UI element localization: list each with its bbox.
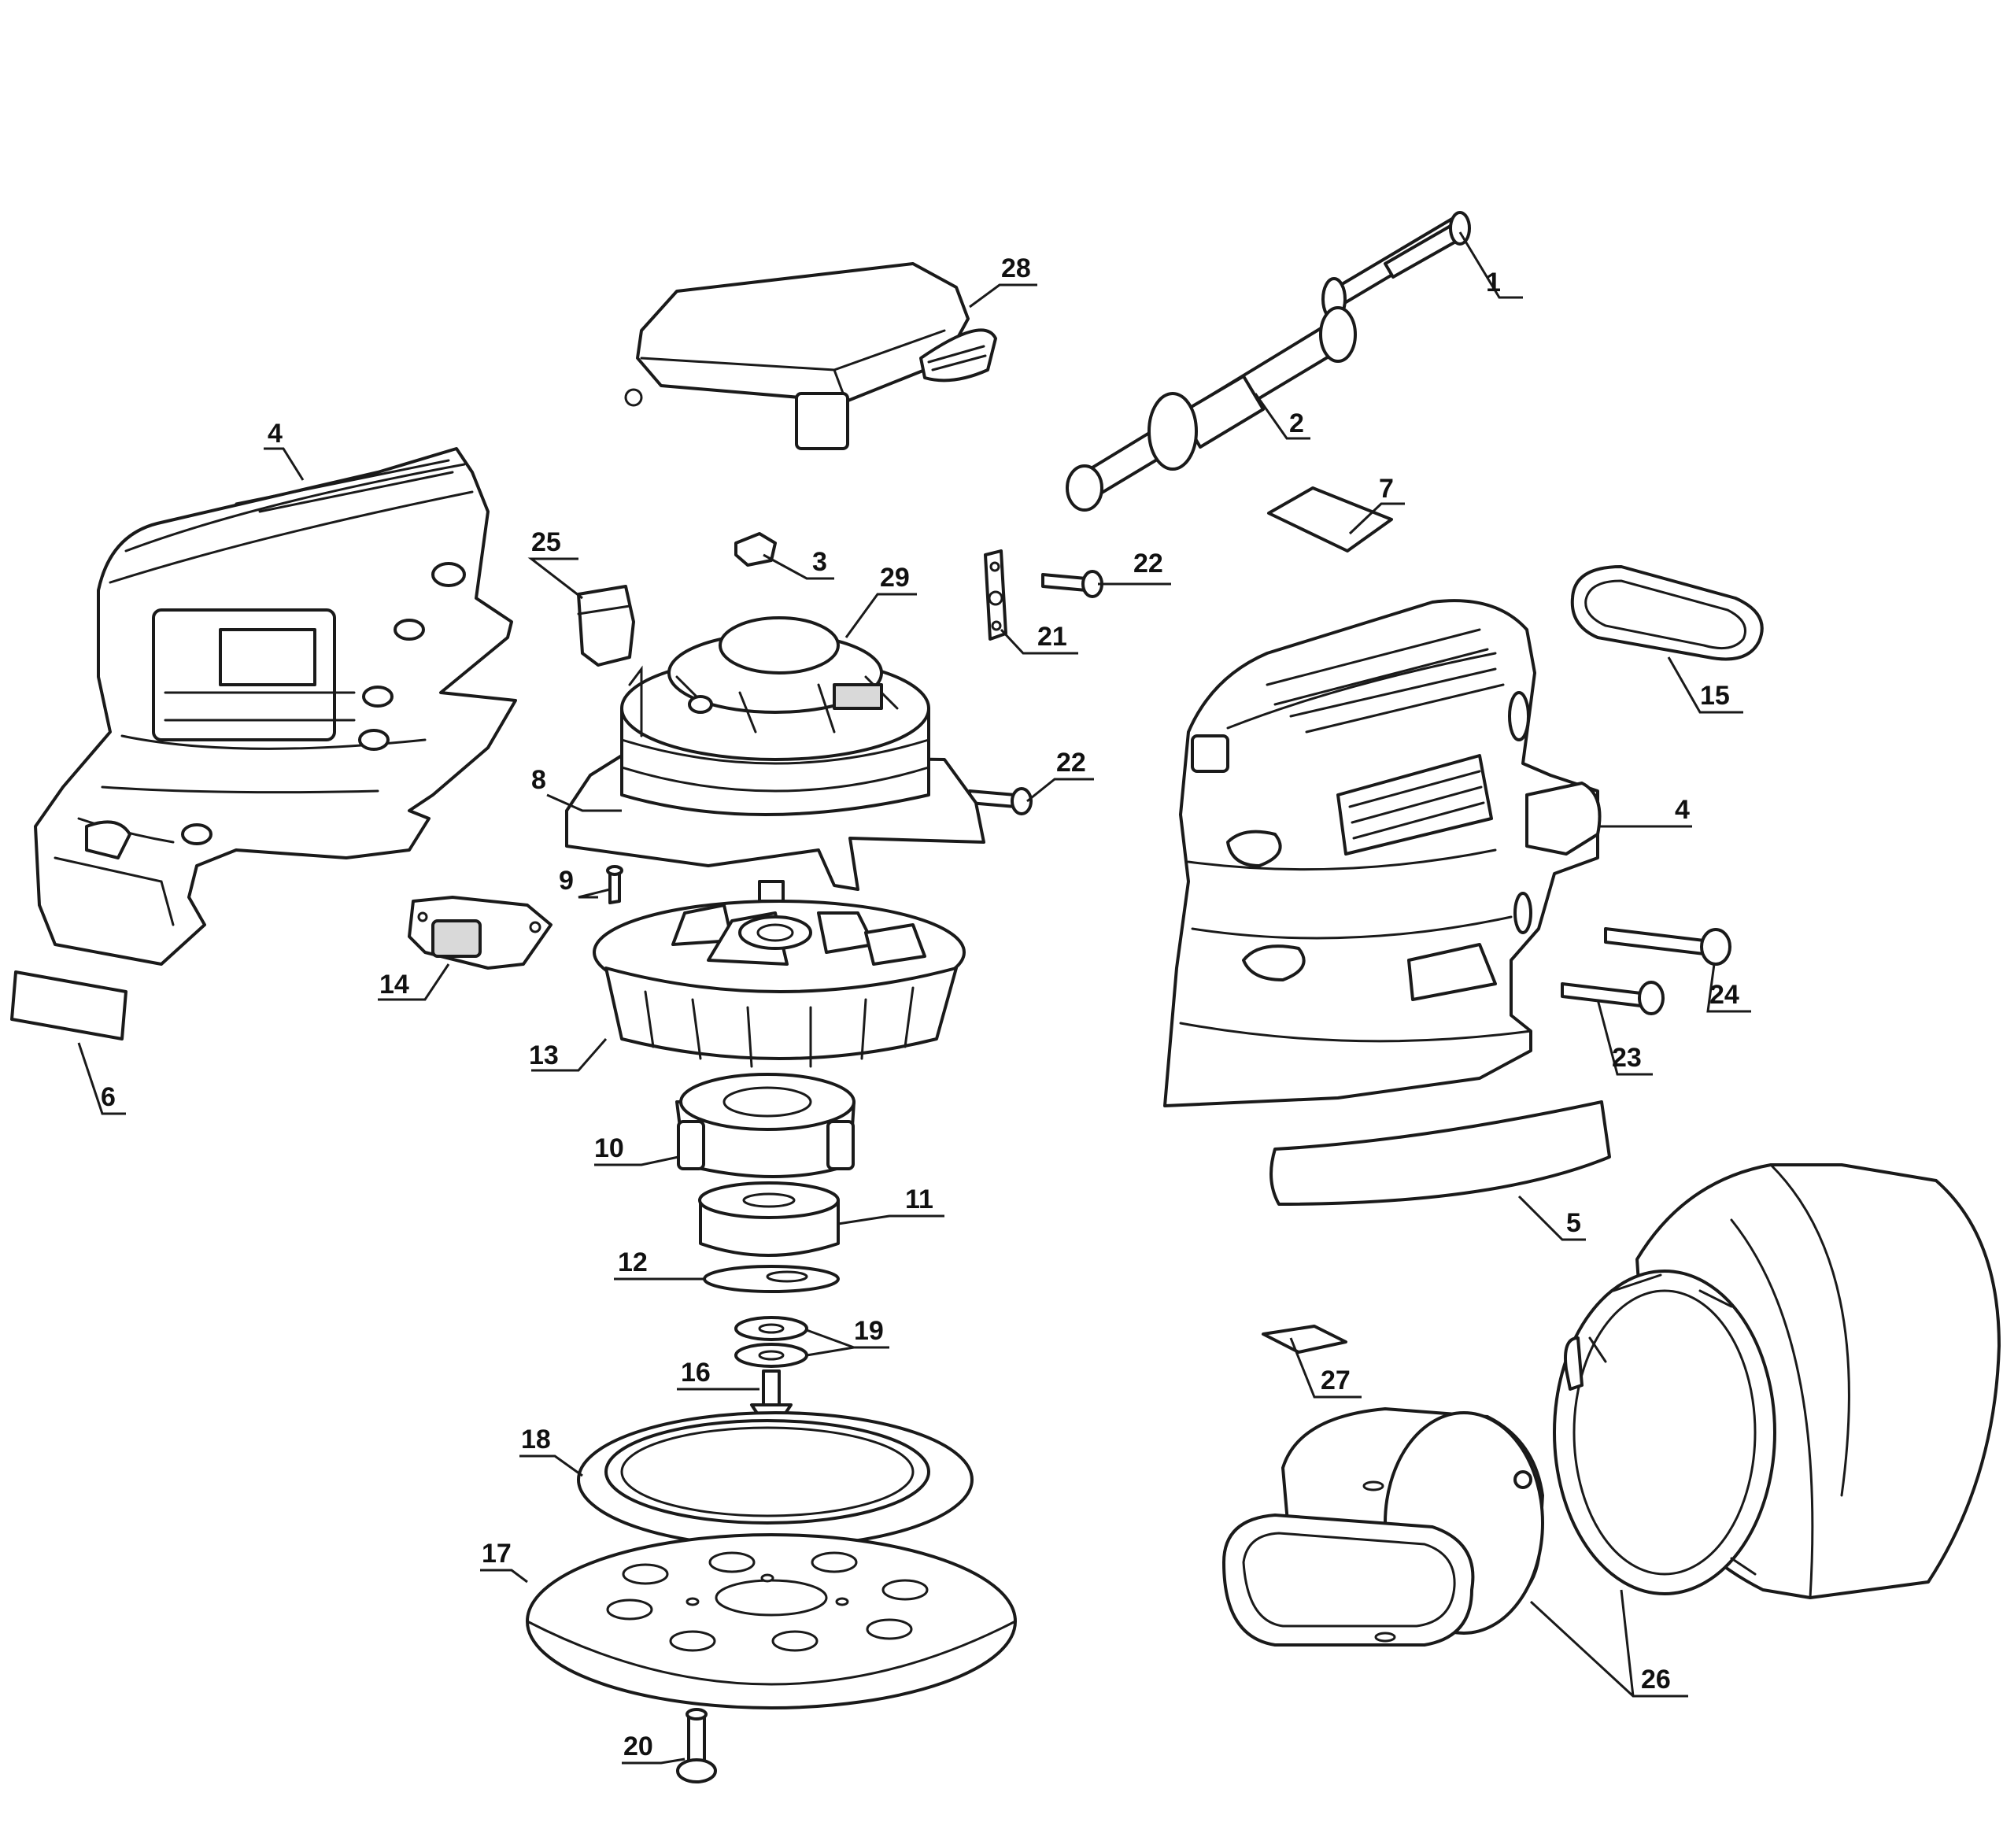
callout-4-right: 4 <box>1675 795 1690 825</box>
part-dust-port <box>1222 1407 1544 1647</box>
part-motor-assembly <box>565 616 985 903</box>
part-switch-14 <box>408 896 552 970</box>
callout-27: 27 <box>1321 1366 1351 1395</box>
callout-2: 2 <box>1289 408 1304 438</box>
callout-29: 29 <box>880 563 910 593</box>
callout-14: 14 <box>379 970 409 1000</box>
callout-24: 24 <box>1709 980 1739 1010</box>
callout-9: 9 <box>559 866 574 896</box>
part-bearing-11 <box>698 1181 840 1257</box>
callout-4-left: 4 <box>268 419 283 449</box>
part-housing-left <box>34 447 517 966</box>
callout-12: 12 <box>618 1247 648 1277</box>
callout-20: 20 <box>623 1732 653 1761</box>
callout-3: 3 <box>812 547 827 577</box>
part-housing-right <box>1163 599 1602 1107</box>
callout-19: 19 <box>854 1316 884 1346</box>
callout-15: 15 <box>1700 681 1730 711</box>
part-shaft <box>1321 211 1471 321</box>
part-clip-3 <box>734 532 777 567</box>
part-label-7 <box>1267 486 1393 553</box>
callout-10: 10 <box>594 1133 624 1163</box>
part-top-cover <box>624 262 997 450</box>
callout-7: 7 <box>1379 474 1394 504</box>
part-bracket-21 <box>984 549 1007 641</box>
part-armature-shaft <box>1066 306 1357 512</box>
callout-22-upper: 22 <box>1133 549 1163 578</box>
callout-6: 6 <box>101 1082 116 1112</box>
part-screw-23 <box>1561 981 1665 1015</box>
callout-5: 5 <box>1566 1208 1581 1238</box>
callout-13: 13 <box>529 1040 559 1070</box>
part-screw-16 <box>750 1369 793 1418</box>
callout-11: 11 <box>905 1185 933 1214</box>
callouts: 1 2 28 7 4 25 3 22 29 21 15 22 8 <box>77 231 1751 1765</box>
part-label-5 <box>1269 1100 1611 1206</box>
callout-18: 18 <box>521 1425 551 1454</box>
part-label-6 <box>10 970 127 1040</box>
part-screw-24 <box>1604 927 1731 966</box>
part-fan-13 <box>593 900 966 1068</box>
part-washer-12 <box>703 1265 840 1293</box>
callout-25: 25 <box>531 527 561 557</box>
part-switch-25 <box>577 585 635 667</box>
part-washers-19 <box>734 1316 808 1368</box>
part-screw-20 <box>676 1708 717 1783</box>
part-sanding-pad-17 <box>526 1533 1017 1709</box>
part-bearing-housing-10 <box>675 1073 856 1178</box>
part-screw-22-upper <box>1041 570 1103 598</box>
part-pad-ring-18 <box>577 1411 974 1548</box>
callout-28: 28 <box>1001 253 1031 283</box>
callout-8: 8 <box>531 765 546 795</box>
callout-1: 1 <box>1486 268 1501 298</box>
part-screw-9 <box>606 865 623 904</box>
part-gasket-15 <box>1570 565 1764 661</box>
callout-16: 16 <box>681 1358 711 1388</box>
callout-23: 23 <box>1612 1043 1642 1073</box>
callout-17: 17 <box>482 1539 512 1569</box>
callout-22-lower: 22 <box>1056 748 1086 778</box>
callout-21: 21 <box>1037 622 1067 652</box>
part-dust-bag <box>1553 1163 2001 1599</box>
callout-26: 26 <box>1641 1665 1671 1695</box>
part-label-27 <box>1262 1325 1347 1354</box>
